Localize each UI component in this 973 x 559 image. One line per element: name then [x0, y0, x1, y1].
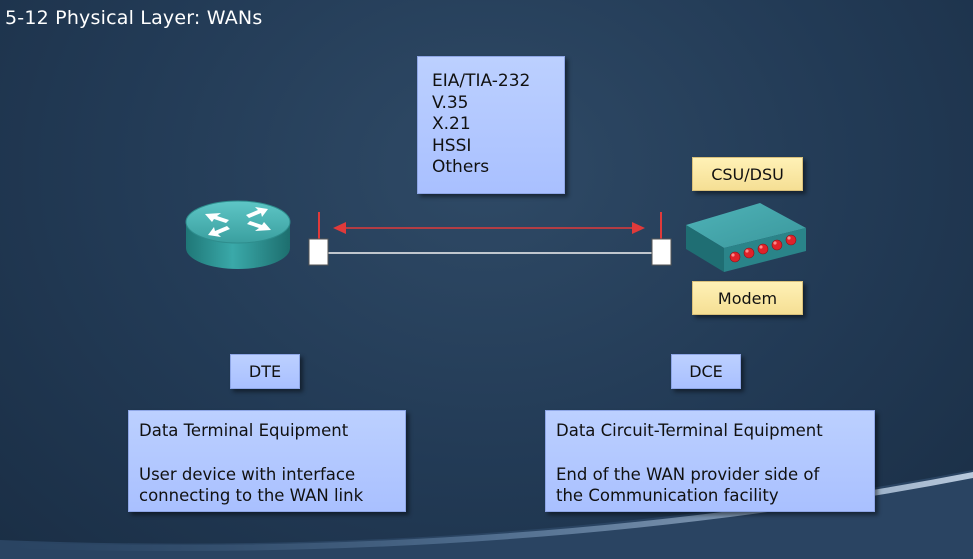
- modem-icon: [686, 203, 806, 272]
- dte-full-name: Data Terminal Equipment: [139, 421, 349, 440]
- dte-label-text: DTE: [248, 362, 282, 381]
- standard-item: EIA/TIA-232: [432, 71, 531, 91]
- standard-item: Others: [432, 157, 490, 177]
- modem-label: Modem: [692, 281, 803, 315]
- slide-title: 5-12 Physical Layer: WANs: [5, 7, 263, 29]
- csu-dsu-label: CSU/DSU: [692, 157, 803, 191]
- dce-full-name: Data Circuit-Terminal Equipment: [556, 421, 823, 440]
- dte-description-line: connecting to the WAN link: [139, 486, 364, 505]
- dce-label-text: DCE: [689, 362, 723, 381]
- dce-description-box: Data Circuit-Terminal Equipment End of t…: [545, 410, 875, 512]
- dte-description-box: Data Terminal Equipment User device with…: [128, 410, 406, 512]
- dce-description-line: the Communication facility: [556, 486, 779, 505]
- dce-label: DCE: [671, 354, 741, 389]
- dte-description-line: User device with interface: [139, 464, 356, 484]
- standard-item: X.21: [432, 114, 471, 134]
- dte-connector-icon: [308, 238, 329, 266]
- double-arrow-icon: [333, 222, 645, 234]
- dte-label: DTE: [230, 354, 300, 389]
- router-icon: [185, 200, 291, 269]
- dce-connector-icon: [651, 238, 672, 266]
- standards-list-box: EIA/TIA-232 V.35 X.21 HSSI Others: [417, 56, 565, 194]
- standard-item: V.35: [432, 92, 469, 113]
- standard-item: HSSI: [432, 135, 472, 156]
- dce-description-line: End of the WAN provider side of: [556, 464, 820, 484]
